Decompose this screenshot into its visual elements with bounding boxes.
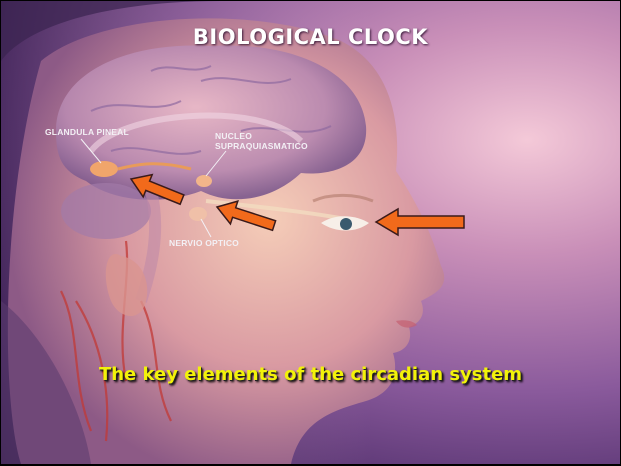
label-suprachiasmatic-nucleus: NUCLEO SUPRAQUIASMATICO	[215, 131, 335, 151]
iris	[340, 218, 352, 230]
slide-title: BIOLOGICAL CLOCK	[1, 25, 620, 49]
label-scn-line2: SUPRAQUIASMATICO	[215, 141, 335, 151]
pineal-gland	[90, 161, 118, 177]
cerebellum	[61, 183, 151, 239]
slide-caption: The key elements of the circadian system	[1, 364, 620, 385]
pituitary	[189, 207, 207, 221]
label-optic-nerve: NERVIO OPTICO	[169, 238, 239, 248]
label-scn-line1: NUCLEO	[215, 131, 335, 141]
label-pineal-gland: GLANDULA PINEAL	[45, 127, 129, 137]
scn-structure	[196, 175, 212, 187]
